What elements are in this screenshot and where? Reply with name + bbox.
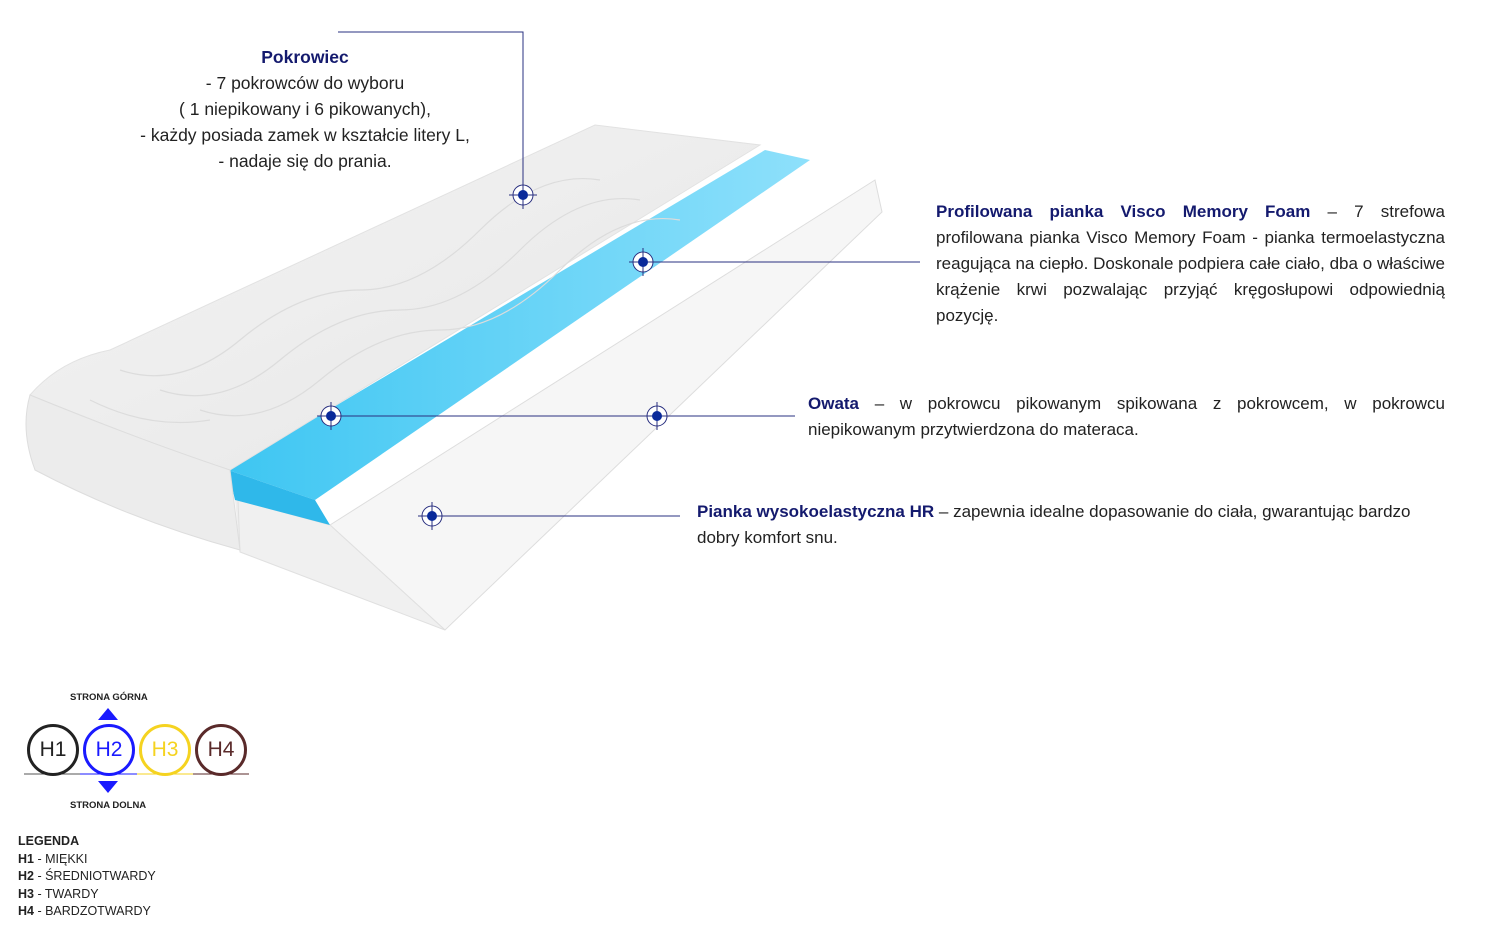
hardness-h1: H1 <box>27 724 79 776</box>
cover-layer <box>25 124 762 551</box>
legend-label: - TWARDY <box>33 886 99 901</box>
hr-title: Pianka wysokoelastyczna HR <box>697 502 935 521</box>
legend-label: - MIĘKKI <box>33 851 88 866</box>
cover-line: ( 1 niepikowany i 6 pikowanych), <box>179 99 431 119</box>
top-side-label: STRONA GÓRNA <box>70 692 148 703</box>
cover-callout: Pokrowiec - 7 pokrowców do wyboru ( 1 ni… <box>100 44 510 174</box>
hr-foam-base <box>235 179 883 631</box>
hardness-h4: H4 <box>195 724 247 776</box>
hardness-h3: H3 <box>139 724 191 776</box>
legend-code: H3 <box>18 886 34 901</box>
owata-title: Owata <box>808 394 860 413</box>
target-marker-icon <box>317 402 345 430</box>
legend-label: - BARDZOTWARDY <box>33 904 151 918</box>
owata-text: – w pokrowcu pikowanym spikowana z pokro… <box>808 394 1445 439</box>
legend-item: H3 - TWARDY <box>18 886 156 904</box>
legend-item: H4 - BARDZOTWARDY <box>18 903 156 921</box>
hardness-scale-graphics <box>24 708 249 793</box>
hr-callout: Pianka wysokoelastyczna HR – zapewnia id… <box>697 499 1447 551</box>
target-marker-icon <box>629 248 657 276</box>
legend-label: - ŚREDNIOTWARDY <box>33 869 156 883</box>
legend-item: H2 - ŚREDNIOTWARDY <box>18 868 156 886</box>
owata-callout: Owata – w pokrowcu pikowanym spikowana z… <box>808 391 1445 443</box>
arrow-up-icon <box>98 708 118 720</box>
hr-text: – zapewnia idealne dopasowanie do ciała,… <box>697 502 1411 547</box>
arrow-down-icon <box>98 781 118 793</box>
legend: LEGENDA H1 - MIĘKKI H2 - ŚREDNIOTWARDY H… <box>18 833 156 921</box>
cover-line: - 7 pokrowców do wyboru <box>205 73 405 93</box>
hardness-h2-selected: H2 <box>83 724 135 776</box>
legend-code: H1 <box>18 851 34 866</box>
legend-title: LEGENDA <box>18 834 80 848</box>
target-marker-icon <box>418 502 446 530</box>
visco-title: Profilowana pianka Visco Memory Foam <box>936 202 1311 221</box>
marker-icons <box>317 181 671 530</box>
legend-code: H4 <box>18 904 34 918</box>
target-marker-icon <box>643 402 671 430</box>
target-marker-icon <box>509 181 537 209</box>
legend-item: H1 - MIĘKKI <box>18 851 156 869</box>
cover-title: Pokrowiec <box>261 47 349 67</box>
cover-line: - każdy posiada zamek w kształcie litery… <box>140 125 470 145</box>
visco-text: – 7 strefowa profilowana pianka Visco Me… <box>936 202 1446 325</box>
cover-line: - nadaje się do prania. <box>218 151 392 171</box>
callout-lines <box>331 31 920 517</box>
visco-callout: Profilowana pianka Visco Memory Foam – 7… <box>936 199 1445 329</box>
bottom-side-label: STRONA DOLNA <box>70 800 147 811</box>
legend-code: H2 <box>18 869 34 883</box>
visco-foam-layer <box>228 150 810 525</box>
